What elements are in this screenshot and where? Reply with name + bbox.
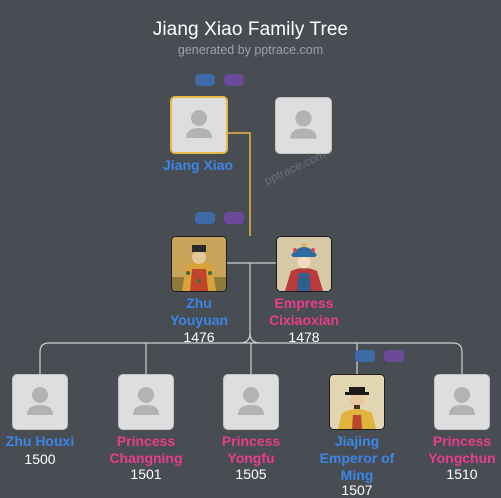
expand-mother-button[interactable] (224, 74, 244, 86)
person-card-princess-yongfu[interactable] (223, 374, 279, 430)
person-card-jiang-xiao[interactable] (170, 96, 228, 154)
person-name-empress-cixiaoxian[interactable]: Empress Cixiaoxian (268, 295, 340, 328)
person-name-jiajing[interactable]: Jiajing Emperor of Ming (319, 433, 395, 483)
person-card-princess-changning[interactable] (118, 374, 174, 430)
person-placeholder-icon (27, 387, 53, 415)
person-card-spouse[interactable] (275, 97, 332, 154)
person-placeholder-icon (290, 110, 317, 139)
person-card-empress-cixiaoxian[interactable] (276, 236, 332, 292)
person-name-zhu-youyuan[interactable]: Zhu Youyuan (169, 295, 229, 328)
page-title: Jiang Xiao Family Tree (152, 19, 349, 40)
person-name-jiang-xiao[interactable]: Jiang Xiao (162, 157, 234, 173)
person-year-princess-yongfu: 1505 (235, 466, 267, 482)
expand-father-button[interactable] (355, 350, 375, 362)
expand-father-button[interactable] (195, 74, 215, 86)
person-card-zhu-youyuan[interactable] (171, 236, 227, 292)
person-card-zhu-houxi[interactable] (12, 374, 68, 430)
expand-mother-button[interactable] (224, 212, 244, 224)
person-year-empress-cixiaoxian: 1478 (288, 329, 320, 345)
person-placeholder-icon (449, 387, 475, 415)
portrait-jiajing-icon (330, 375, 384, 429)
person-year-zhu-houxi: 1500 (24, 451, 56, 467)
portrait-emperor-icon (172, 237, 226, 291)
person-card-jiajing[interactable] (329, 374, 385, 430)
page-subtitle: generated by pptrace.com (177, 43, 324, 57)
main-lineage-line (228, 132, 251, 236)
person-name-princess-changning[interactable]: Princess Changning (109, 433, 183, 466)
person-name-zhu-houxi[interactable]: Zhu Houxi (5, 433, 75, 449)
expand-father-button[interactable] (195, 212, 215, 224)
person-name-princess-yongchun[interactable]: Princess Yongchun (428, 433, 496, 466)
person-placeholder-icon (186, 110, 212, 138)
person-placeholder-icon (133, 387, 159, 415)
descent-joint (239, 332, 261, 344)
person-year-princess-yongchun: 1510 (446, 466, 478, 482)
person-card-princess-yongchun[interactable] (434, 374, 490, 430)
person-name-princess-yongfu[interactable]: Princess Yongfu (221, 433, 281, 466)
person-year-jiajing: 1507 (341, 482, 373, 498)
person-year-princess-changning: 1501 (130, 466, 162, 482)
expand-mother-button[interactable] (384, 350, 404, 362)
portrait-empress-icon (277, 237, 331, 291)
person-placeholder-icon (238, 387, 264, 415)
person-year-zhu-youyuan: 1476 (183, 329, 215, 345)
